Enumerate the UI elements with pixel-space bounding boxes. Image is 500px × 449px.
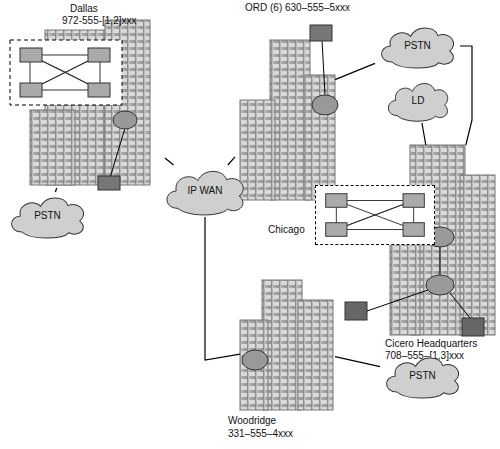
server-icon xyxy=(88,83,110,97)
network-link xyxy=(335,357,380,367)
phone-cluster xyxy=(316,186,434,244)
server-icon xyxy=(88,48,110,62)
router-symbol xyxy=(426,275,454,295)
building xyxy=(240,280,333,410)
network-link xyxy=(228,157,235,165)
gateway-box xyxy=(98,176,120,190)
link-line xyxy=(55,188,56,192)
server-icon xyxy=(403,223,424,237)
network-link xyxy=(335,63,375,79)
network-cloud: PSTN xyxy=(380,352,465,400)
wire xyxy=(367,290,428,311)
server-icon xyxy=(20,48,42,62)
server-icon xyxy=(326,194,347,208)
building-tower xyxy=(270,40,310,200)
cloud-label: IP WAN xyxy=(160,185,250,196)
link-line xyxy=(460,46,472,145)
building-wing xyxy=(240,100,275,200)
server-icon xyxy=(326,223,347,237)
link-line xyxy=(165,158,174,165)
site-building: Cicero Headquarters708–555–[1,3]xxx xyxy=(390,145,495,335)
cloud-label: PSTN xyxy=(5,210,90,221)
site-building: ORD (6) 630–555–5xxx xyxy=(235,0,335,200)
mesh-lines xyxy=(336,201,413,230)
building-wing xyxy=(30,110,75,185)
building-wing xyxy=(240,320,268,410)
network-link xyxy=(460,46,472,145)
server-icon xyxy=(462,318,484,336)
site-label: ORD (6) 630–555–5xxx xyxy=(245,2,350,13)
network-cloud: PSTN xyxy=(5,192,90,240)
network-link xyxy=(422,123,426,145)
link-line xyxy=(335,63,375,79)
building-wing xyxy=(460,175,495,335)
dashed-box xyxy=(10,40,122,105)
network-cloud: IP WAN xyxy=(160,165,250,217)
cloud-label: LD xyxy=(383,95,453,106)
network-link xyxy=(205,217,240,360)
site-label: Woodridge xyxy=(228,415,276,426)
link-line xyxy=(422,123,426,145)
site-label: Cicero Headquarters xyxy=(385,338,477,349)
wire xyxy=(110,128,125,178)
building xyxy=(240,40,335,200)
link-line xyxy=(205,217,240,360)
cluster-box: Chicago xyxy=(315,185,435,245)
wire xyxy=(450,293,470,318)
number-range: 331–555–4xxx xyxy=(228,428,293,439)
network-cloud: PSTN xyxy=(375,22,460,70)
cloud-label: PSTN xyxy=(375,40,460,51)
cloud-label: PSTN xyxy=(380,370,465,381)
router-symbol xyxy=(242,350,268,370)
site-building: Woodridge331–555–4xxx xyxy=(240,280,335,412)
building-wing xyxy=(298,300,333,410)
voicemail-box xyxy=(345,302,367,320)
site-label: Chicago xyxy=(268,224,305,235)
server-icon xyxy=(403,194,424,208)
server-icon xyxy=(20,83,42,97)
site-building: Dallas972-555-[1,2]xxx xyxy=(10,0,165,188)
wire xyxy=(440,245,441,275)
link-line xyxy=(228,157,235,165)
number-range: 972-555-[1,2]xxx xyxy=(62,15,137,26)
phone-cluster xyxy=(10,40,122,105)
wire xyxy=(322,40,325,95)
building-wing xyxy=(305,75,335,200)
network-link xyxy=(55,188,56,192)
site-label: Dallas xyxy=(70,3,98,14)
network-cloud: LD xyxy=(383,78,453,123)
network-link xyxy=(165,158,174,165)
link-line xyxy=(335,357,380,367)
router-symbol xyxy=(113,111,137,129)
router-symbol xyxy=(312,95,338,115)
gateway-box xyxy=(310,25,332,41)
